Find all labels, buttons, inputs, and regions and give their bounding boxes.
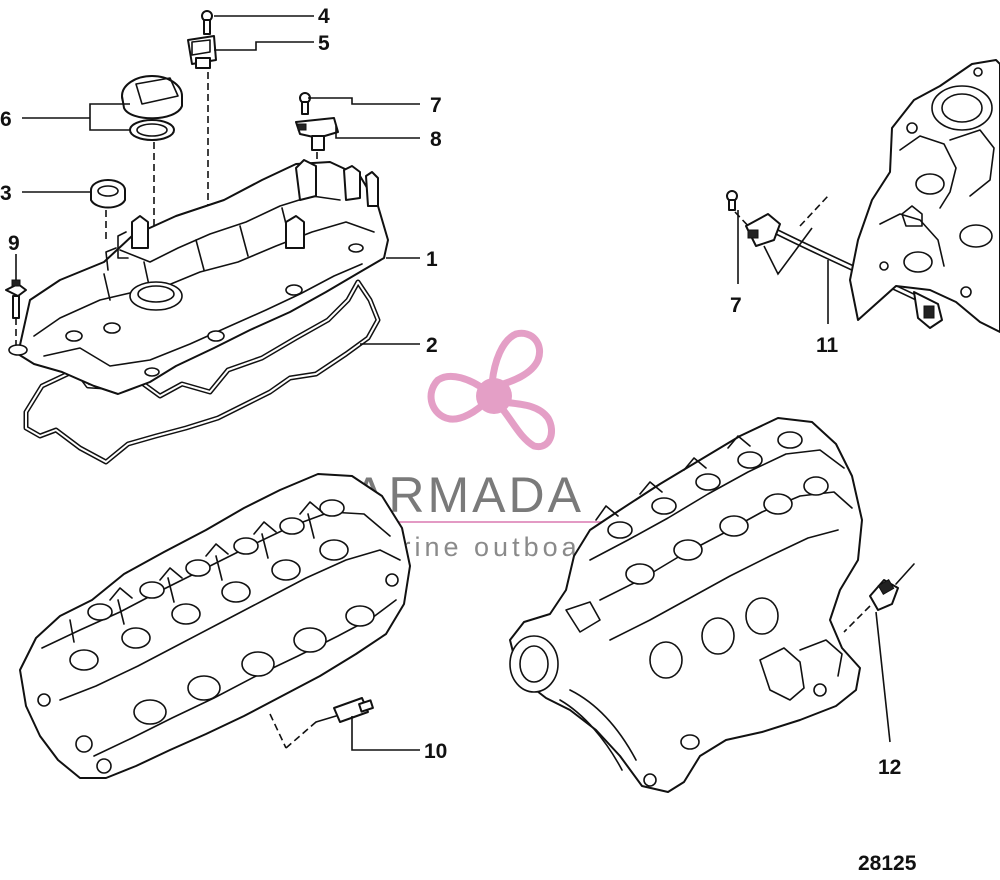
callout-7-top: 7 [430,94,442,117]
figure-number: 28125 [858,852,917,875]
callout-labels: 4 5 6 7 8 3 1 9 2 7 11 10 12 [0,5,901,779]
callout-8: 8 [430,128,442,151]
propeller-icon [427,329,555,451]
part-12-temperature-sender [869,563,915,611]
cylinder-head [19,473,411,779]
part-10-glow-plug [315,697,374,723]
callout-1: 1 [426,248,438,271]
part-3-seal [90,179,126,209]
part-4-bolt [201,10,213,35]
callout-12: 12 [878,756,901,779]
callout-7-right: 7 [730,294,742,317]
callout-3: 3 [0,182,12,205]
part-1-rocker-cover [8,159,389,395]
callout-5: 5 [318,32,330,55]
part-8-camshaft-sensor [295,117,339,151]
part-7-sensor-bolt [726,190,738,211]
engine-block-main [509,417,863,793]
part-9-stud-bolt [5,279,27,319]
part-2-gasket [23,279,381,465]
part-11-sensor-harness [745,213,943,329]
callout-2: 2 [426,334,438,357]
leader-lines [15,15,891,751]
callout-6: 6 [0,108,12,131]
callout-11: 11 [816,334,839,357]
callout-4: 4 [318,5,330,28]
part-5-breather [187,35,217,69]
callout-9: 9 [8,232,20,255]
engine-block-partial-right [849,59,1000,333]
callout-10: 10 [424,740,447,763]
part-6-oil-filler-cap [121,75,183,141]
part-7-bolt-top [299,92,311,115]
